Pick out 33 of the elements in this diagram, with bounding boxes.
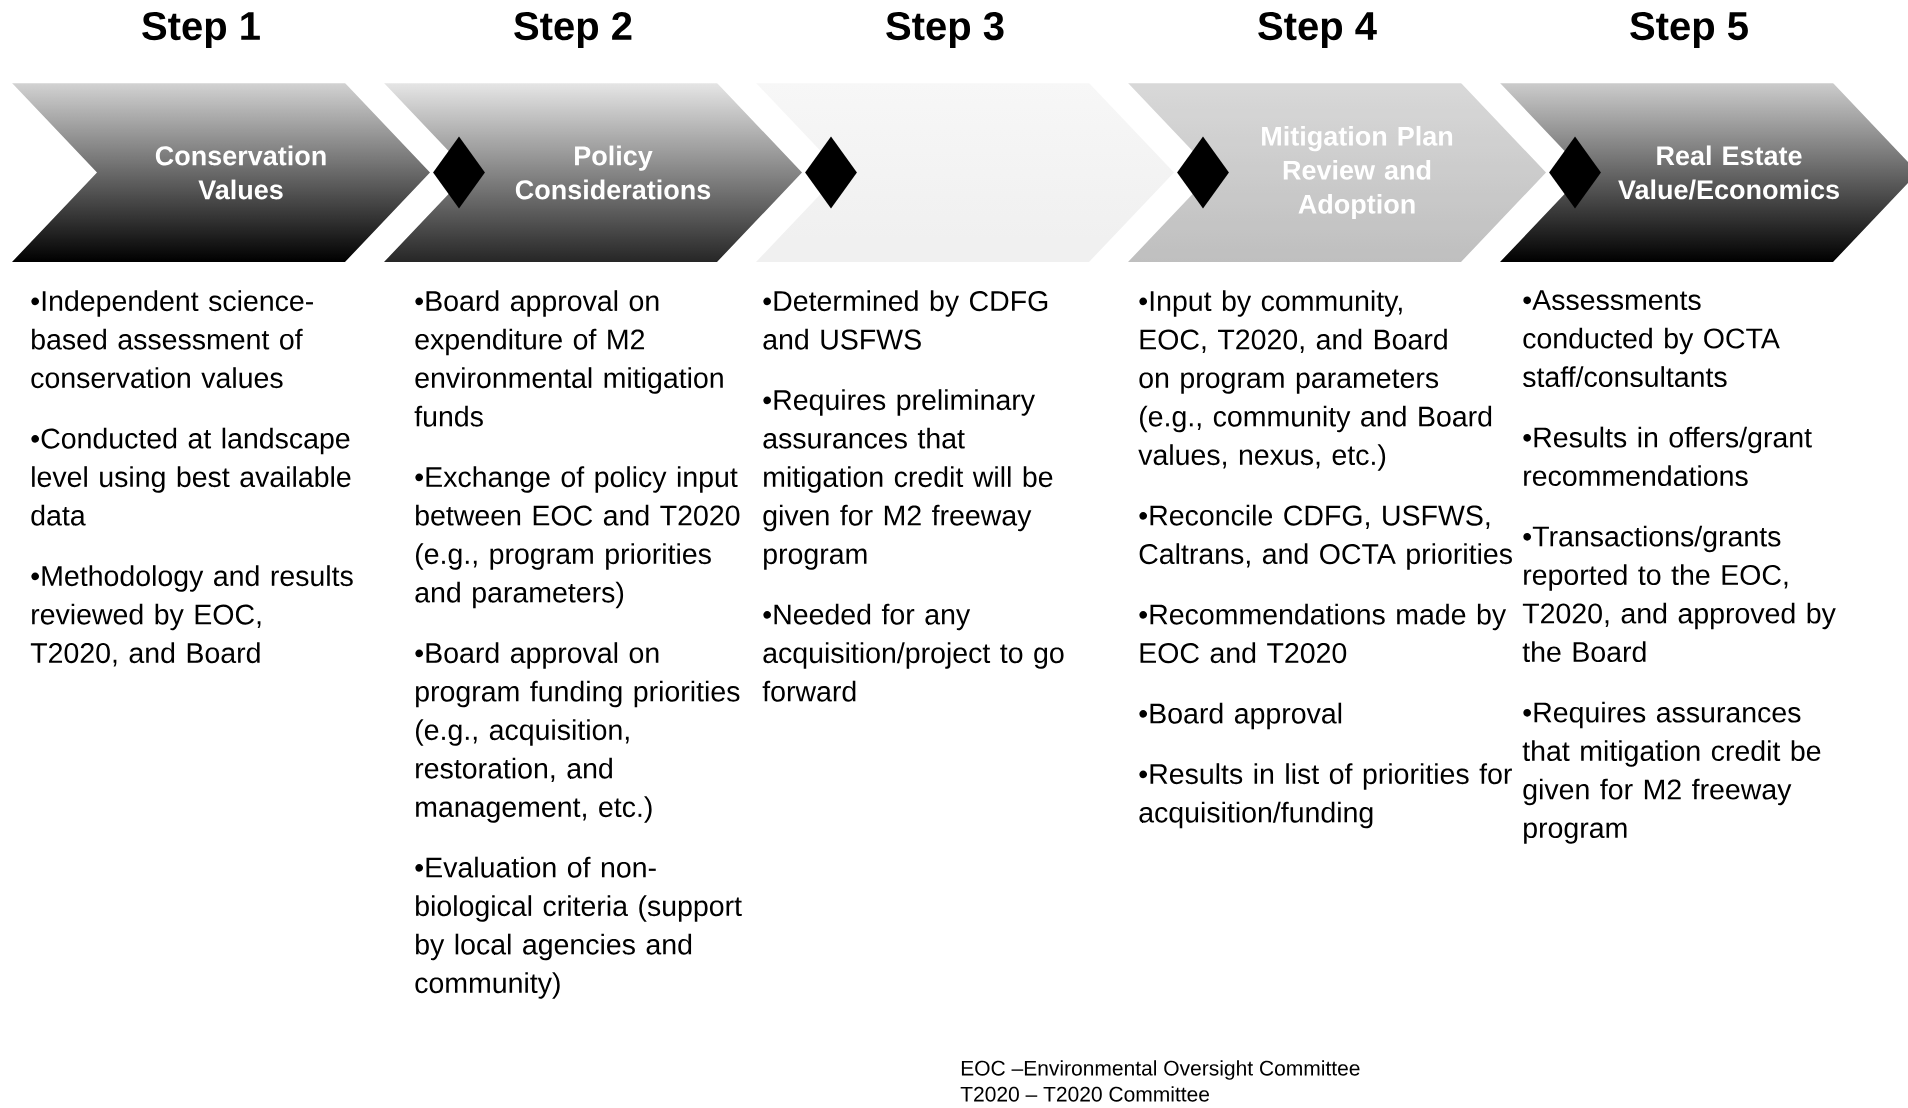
step-heading: Step 1	[142, 11, 260, 49]
bullet-text: •Assessments conducted by OCTA staff/consultants	[1523, 290, 1780, 388]
junction-diamond	[1177, 136, 1229, 209]
chevron-title: Policy Considerations	[515, 145, 711, 200]
bullet-text: •Requires preliminary assurances that mitigation credit will be given for M2 freeway program	[763, 389, 1053, 570]
bullet-text: •Transactions/grants reported to the EOC, T2020, and approved by the Board	[1522, 525, 1836, 663]
step-heading: Step 5	[1630, 11, 1748, 49]
chevron-title: Real Estate Value/Economics	[1618, 145, 1839, 200]
chevron-title: Conservation Values	[155, 145, 326, 200]
bullet-text: •Requires assurances that mitigation credit be given for M2 freeway program	[1522, 701, 1821, 844]
bullet-text: •Results in offers/grant recommendations	[1523, 426, 1812, 487]
bullet-text: •Exchange of policy input between EOC and T2020 (e.g., program priorities and parameters)	[415, 466, 740, 609]
footnote-text: EOC –Environmental Oversight Committee	[961, 1060, 1360, 1080]
bullet-text: •Board approval on expenditure of M2 environmental mitigation funds	[414, 290, 723, 427]
bullet-text: •Recommendations made by EOC and T2020	[1139, 603, 1507, 664]
junction-diamond	[1549, 136, 1601, 209]
bullet-text: •Board approval	[1139, 702, 1342, 730]
bullet-text: •Input by community, EOC, T2020, and Board on program parameters (e.g., community and Board values, nexus, etc.)	[1138, 290, 1492, 471]
step-heading: Step 4	[1258, 11, 1377, 49]
bullet-text: •Methodology and results reviewed by EOC, T2020, and Board	[30, 565, 353, 667]
bullet-text: •Results in list of priorities for acquisition/funding	[1139, 763, 1512, 829]
junction-diamond	[433, 136, 485, 209]
step-heading: Step 2	[514, 11, 632, 49]
junction-diamond	[805, 136, 857, 209]
bullet-text: •Board approval on program funding priorities (e.g., acquisition, restoration, and management, etc.)	[415, 642, 740, 823]
bullet-text: •Conducted at landscape level using best available data	[31, 427, 351, 526]
bullet-text: •Needed for any acquisition/project to go forward	[762, 603, 1064, 702]
bullet-text: •Reconcile CDFG, USFWS, Caltrans, and OCTA priorities	[1139, 504, 1512, 570]
bullet-text: •Determined by CDFG and USFWS	[763, 290, 1048, 350]
step-heading: Step 3	[886, 11, 1004, 49]
bullet-text: •Independent science-based assessment of conservation values	[31, 290, 313, 389]
footnote-text: T2020 – T2020 Committee	[960, 1086, 1210, 1102]
bullet-text: •Evaluation of non-biological criteria (support by local agencies and community)	[415, 856, 742, 999]
